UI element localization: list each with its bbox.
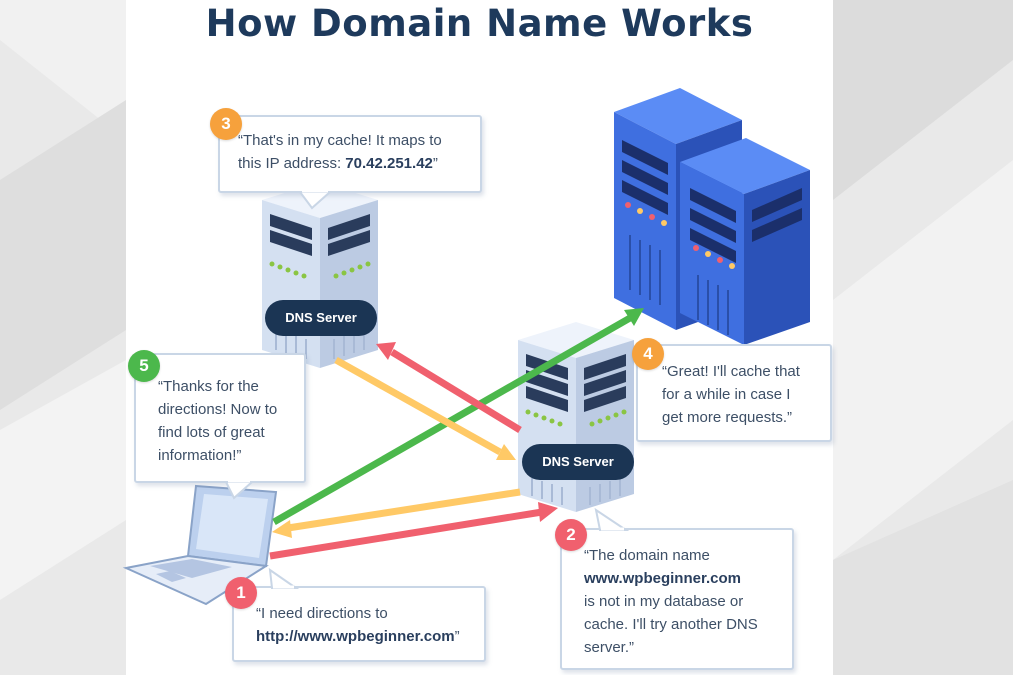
arrow-green-head xyxy=(624,308,644,326)
arrow-yellow-2 xyxy=(334,356,502,456)
page-title: How Domain Name Works xyxy=(205,2,754,45)
step-2-bold: www.wpbeginner.com xyxy=(584,570,741,587)
step-3-text: “That's in my cache! It maps to this IP … xyxy=(238,132,442,172)
step-3-bubble: “That's in my cache! It maps to this IP … xyxy=(218,115,482,193)
arrow-red-1-head xyxy=(538,502,558,522)
step-2-bubble: “The domain name www.wpbeginner.com is n… xyxy=(560,528,794,670)
step-2-text: “The domain name xyxy=(584,547,710,564)
dns-server-top-label: DNS Server xyxy=(265,300,377,336)
step-1-badge: 1 xyxy=(225,577,257,609)
step-5-bubble: “Thanks for the directions! Now to find … xyxy=(134,353,306,483)
step-5-text: “Thanks for the directions! Now to find … xyxy=(158,378,278,464)
step-5-badge: 5 xyxy=(128,350,160,382)
step-3-bold: 70.42.251.42 xyxy=(345,155,433,172)
step-2-text-after: is not in my database or cache. I'll try… xyxy=(584,593,758,656)
step-1-text: “I need directions to xyxy=(256,605,388,622)
arrow-yellow-1-head xyxy=(272,520,292,538)
dns-server-top-icon xyxy=(262,182,378,368)
step-1-bubble: “I need directions to http://www.wpbegin… xyxy=(232,586,486,662)
laptop-icon xyxy=(122,484,278,606)
step-4-bubble: “Great! I'll cache that for a while in c… xyxy=(636,344,832,442)
arrow-green-line xyxy=(272,314,632,526)
step-4-badge: 4 xyxy=(632,338,664,370)
dns-server-middle-label: DNS Server xyxy=(522,444,634,480)
step-1-bold: http://www.wpbeginner.com xyxy=(256,628,455,645)
step-1-text-after: ” xyxy=(454,628,460,645)
arrow-yellow-1 xyxy=(287,488,521,532)
arrow-red-2 xyxy=(390,349,522,433)
step-4-text: “Great! I'll cache that for a while in c… xyxy=(662,363,800,426)
step-3-text-after: ” xyxy=(432,155,438,172)
arrow-red-2-head xyxy=(376,342,396,360)
step-2-badge: 2 xyxy=(555,519,587,551)
arrow-red-1 xyxy=(269,508,543,560)
step-3-badge: 3 xyxy=(210,108,242,140)
arrow-yellow-2-head xyxy=(496,444,516,460)
hosting-server-icon xyxy=(614,88,810,345)
